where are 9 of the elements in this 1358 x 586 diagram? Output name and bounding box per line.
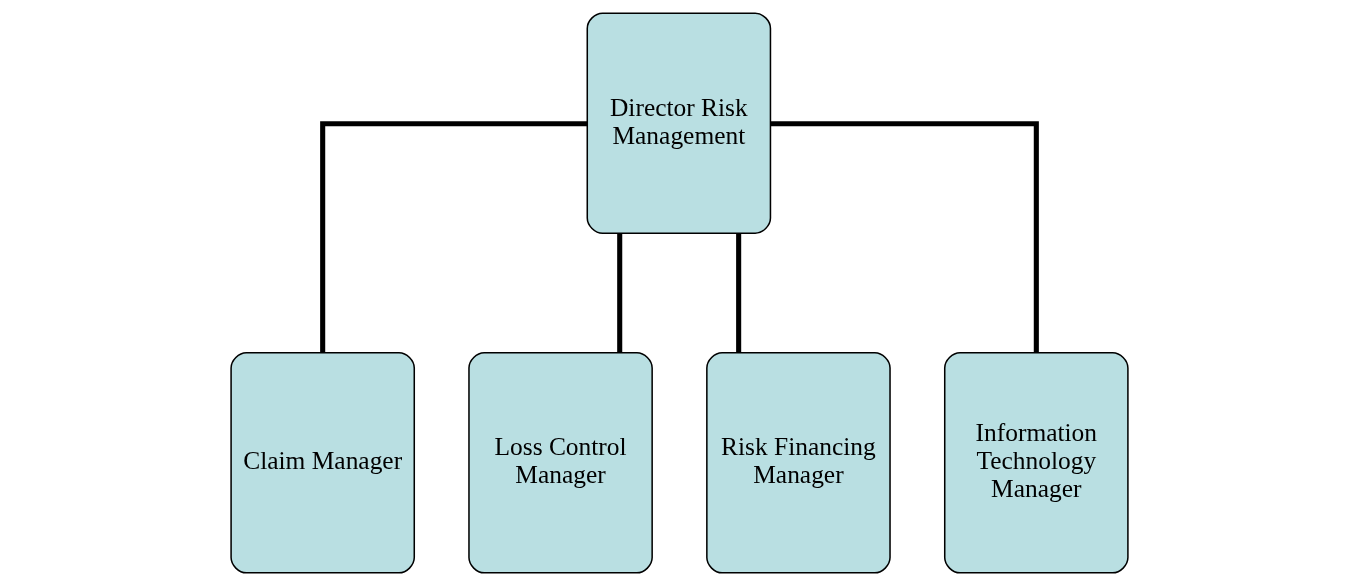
node-box: Information Technology Manager xyxy=(943,352,1129,574)
connector xyxy=(735,233,741,353)
connector xyxy=(770,121,1039,353)
connector xyxy=(616,233,622,353)
connector xyxy=(319,121,587,353)
node-box: Loss Control Manager xyxy=(467,352,653,574)
node-box: Risk Financing Manager xyxy=(705,352,891,574)
node-box: Claim Manager xyxy=(229,352,415,574)
node-box: Director Risk Management xyxy=(586,12,771,234)
